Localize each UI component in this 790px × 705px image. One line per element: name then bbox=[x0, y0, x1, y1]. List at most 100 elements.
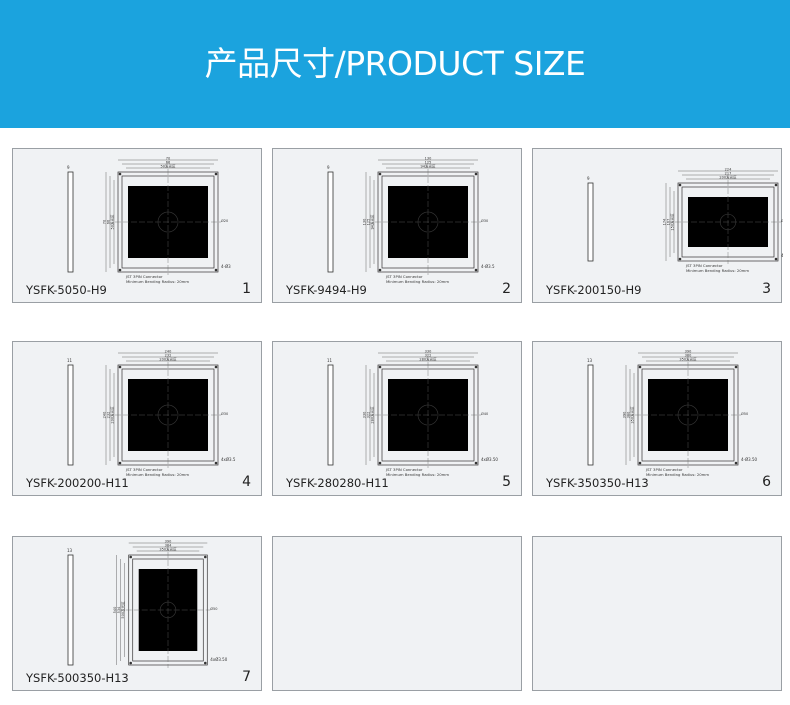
mount-hole bbox=[474, 172, 478, 176]
mount-hole bbox=[129, 661, 133, 665]
left-dimension-label: 70 bbox=[102, 220, 106, 224]
product-card bbox=[272, 536, 522, 691]
left-dimension-label: 66 bbox=[106, 220, 110, 224]
hole-label: 4-Ø3.20 bbox=[781, 253, 783, 258]
connector-note: Minimum Bending Radius: 20mm bbox=[686, 268, 749, 273]
left-dimension-label: 500发光区 bbox=[120, 601, 125, 619]
center-hole bbox=[157, 211, 179, 233]
side-view-bar bbox=[327, 171, 334, 273]
hole-label: 4xØ3.50 bbox=[481, 457, 498, 462]
circle-label: Ø50 bbox=[210, 606, 217, 611]
model-label: YSFK-9494-H9 bbox=[286, 283, 367, 297]
mount-hole bbox=[203, 661, 207, 665]
center-hole bbox=[159, 601, 177, 619]
mount-hole bbox=[774, 257, 778, 261]
side-view-bar bbox=[67, 171, 74, 273]
hole-label: 4xØ3.5 bbox=[221, 457, 236, 462]
left-dimension-label: 380 bbox=[626, 412, 630, 419]
circle-label: Ø40 bbox=[481, 411, 488, 416]
side-view-bar bbox=[587, 364, 594, 466]
mount-hole bbox=[678, 183, 682, 187]
connector-note: Minimum Bending Radius: 20mm bbox=[646, 472, 709, 477]
mount-hole bbox=[118, 268, 122, 272]
mount-hole bbox=[378, 268, 382, 272]
top-dimension-label: 224 bbox=[725, 167, 732, 171]
mount-hole bbox=[214, 268, 218, 272]
top-dimension-label: 390 bbox=[165, 539, 172, 543]
model-label: YSFK-200150-H9 bbox=[546, 283, 642, 297]
top-dimension-label: 50发光区 bbox=[161, 163, 176, 168]
top-dimension-label: 66 bbox=[166, 160, 170, 164]
page-title: 产品尺寸/PRODUCT SIZE bbox=[204, 44, 586, 83]
side-thickness-label: 11 bbox=[67, 358, 73, 363]
card-number: 1 bbox=[242, 281, 251, 297]
left-dimension-label: 280发光区 bbox=[369, 406, 374, 424]
model-label: YSFK-350350-H13 bbox=[546, 476, 649, 490]
hole-label: 4-Ø3.50 bbox=[741, 457, 757, 462]
top-dimension-label: 200发光区 bbox=[719, 174, 737, 179]
mount-hole bbox=[638, 365, 642, 369]
top-dimension-label: 217 bbox=[725, 171, 732, 175]
connector-note: Minimum Bending Radius: 20mm bbox=[126, 472, 189, 477]
mount-hole bbox=[378, 172, 382, 176]
left-dimension-label: 322 bbox=[366, 412, 370, 419]
left-dimension-label: 540 bbox=[113, 607, 117, 614]
mount-hole bbox=[774, 183, 778, 187]
left-dimension-label: 240 bbox=[102, 412, 106, 419]
mount-hole bbox=[474, 461, 478, 465]
side-view-bar bbox=[67, 554, 74, 666]
model-label: YSFK-500350-H13 bbox=[26, 671, 129, 685]
left-dimension-label: 174 bbox=[662, 218, 666, 225]
mount-hole bbox=[378, 461, 382, 465]
mount-hole bbox=[734, 365, 738, 369]
center-hole bbox=[677, 404, 699, 426]
hole-label: 4-Ø3 bbox=[221, 264, 231, 269]
connector-note: Minimum Bending Radius: 20mm bbox=[386, 279, 449, 284]
connector-note: JST 3PIN Connector bbox=[125, 467, 163, 472]
model-label: YSFK-200200-H11 bbox=[26, 476, 129, 490]
left-dimension-label: 50发光区 bbox=[109, 214, 114, 229]
card-number: 5 bbox=[502, 474, 511, 490]
left-dimension-label: 150发光区 bbox=[669, 213, 674, 231]
left-dimension-label: 200发光区 bbox=[109, 406, 114, 424]
top-dimension-label: 350发光区 bbox=[159, 546, 177, 551]
top-dimension-label: 232 bbox=[165, 353, 172, 357]
connector-note: Minimum Bending Radius: 20mm bbox=[126, 279, 189, 284]
side-thickness-label: 13 bbox=[67, 548, 73, 553]
center-hole bbox=[417, 404, 439, 426]
mount-hole bbox=[638, 461, 642, 465]
left-dimension-label: 125 bbox=[366, 219, 370, 226]
connector-note: JST 3PIN Connector bbox=[125, 274, 163, 279]
mount-hole bbox=[118, 365, 122, 369]
header-banner: 产品尺寸/PRODUCT SIZE bbox=[0, 0, 790, 128]
card-number: 7 bbox=[242, 669, 251, 685]
mount-hole bbox=[214, 461, 218, 465]
hole-label: 4xØ3.50 bbox=[210, 657, 227, 662]
hole-label: 4-Ø3.5 bbox=[481, 264, 495, 269]
mount-hole bbox=[734, 461, 738, 465]
card-number: 3 bbox=[762, 281, 771, 297]
left-dimension-label: 167 bbox=[666, 219, 670, 226]
center-hole bbox=[417, 211, 439, 233]
product-card bbox=[532, 536, 782, 691]
connector-note: JST 3PIN Connector bbox=[385, 467, 423, 472]
model-label: YSFK-5050-H9 bbox=[26, 283, 107, 297]
connector-note: Minimum Bending Radius: 20mm bbox=[386, 472, 449, 477]
connector-note: JST 3PIN Connector bbox=[685, 263, 723, 268]
side-thickness-label: 9 bbox=[327, 165, 330, 170]
top-dimension-label: 350发光区 bbox=[679, 356, 697, 361]
top-dimension-label: 70 bbox=[166, 156, 170, 160]
top-dimension-label: 130 bbox=[425, 156, 432, 160]
connector-note: JST 3PIN Connector bbox=[385, 274, 423, 279]
center-hole bbox=[157, 404, 179, 426]
left-dimension-label: 232 bbox=[106, 412, 110, 419]
left-dimension-label: 94发光区 bbox=[369, 214, 374, 229]
mount-hole bbox=[678, 257, 682, 261]
